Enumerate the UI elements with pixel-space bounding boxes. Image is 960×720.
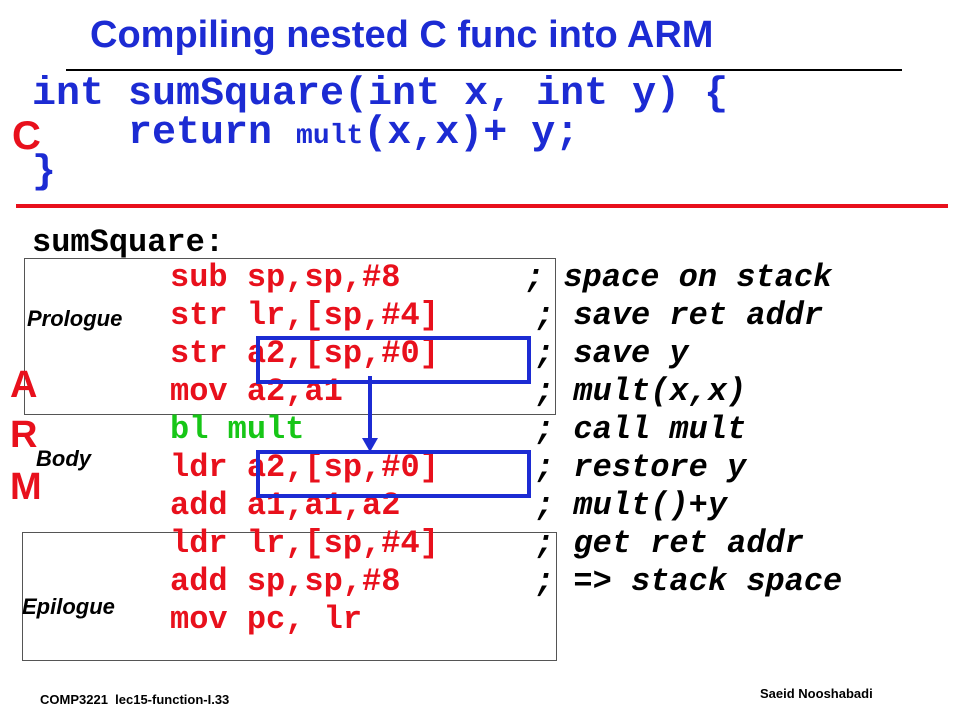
instr-comment: ; save y bbox=[535, 335, 689, 372]
highlight-restore-y bbox=[256, 450, 531, 498]
prologue-box bbox=[24, 258, 556, 415]
instr-comment: ; mult(x,x) bbox=[535, 373, 747, 410]
instr-code: ldr a2,[sp,#0] bbox=[170, 449, 439, 486]
title-underline bbox=[66, 69, 902, 71]
instr-code: add sp,sp,#8 bbox=[170, 563, 401, 600]
c-line-return: return mult(x,x)+ y; bbox=[128, 111, 579, 156]
instr-comment: ; mult()+y bbox=[535, 487, 728, 524]
c-args: (x,x)+ y; bbox=[363, 111, 580, 156]
instr-comment: ; => stack space bbox=[535, 563, 843, 600]
section-divider bbox=[16, 204, 948, 208]
highlight-save-y bbox=[256, 336, 531, 384]
instr-code: add a1,a1,a2 bbox=[170, 487, 401, 524]
instr-comment: ; call mult bbox=[535, 411, 747, 448]
c-section-tag: C bbox=[12, 114, 41, 158]
arm-tag-letter-a: A bbox=[10, 364, 38, 406]
epilogue-box bbox=[22, 532, 557, 661]
instr-comment: ; save ret addr bbox=[535, 297, 824, 334]
arm-function-label: sumSquare: bbox=[32, 224, 225, 261]
c-return-keyword: return bbox=[128, 111, 297, 156]
instr-code: ldr lr,[sp,#4] bbox=[170, 525, 439, 562]
instr-comment: ; space on stack bbox=[525, 259, 833, 296]
instr-code-call: bl mult bbox=[170, 411, 305, 448]
c-line-signature: int sumSquare(int x, int y) { bbox=[32, 72, 729, 117]
instr-code: str lr,[sp,#4] bbox=[170, 297, 439, 334]
instr-code: sub sp,sp,#8 bbox=[170, 259, 401, 296]
epilogue-label: Epilogue bbox=[22, 594, 115, 619]
footer-author: Saeid Nooshabadi bbox=[760, 686, 873, 701]
slide-title: Compiling nested C func into ARM bbox=[90, 14, 714, 56]
arm-tag-letter-m: M bbox=[10, 466, 42, 508]
footer-course: COMP3221 lec15-function-I.33 bbox=[40, 692, 230, 707]
body-label: Body bbox=[36, 446, 91, 471]
instr-comment: ; get ret addr bbox=[535, 525, 804, 562]
prologue-label: Prologue bbox=[27, 306, 123, 331]
instr-code: mov pc, lr bbox=[170, 601, 363, 638]
down-arrow-icon bbox=[362, 376, 378, 452]
arm-tag-letter-r: R bbox=[10, 414, 38, 456]
instr-code: str a2,[sp,#0] bbox=[170, 335, 439, 372]
instr-comment: ; restore y bbox=[535, 449, 747, 486]
instr-code: mov a2,a1 bbox=[170, 373, 343, 410]
c-line-close-brace: } bbox=[32, 150, 57, 195]
c-mult-call: mult bbox=[296, 121, 364, 152]
